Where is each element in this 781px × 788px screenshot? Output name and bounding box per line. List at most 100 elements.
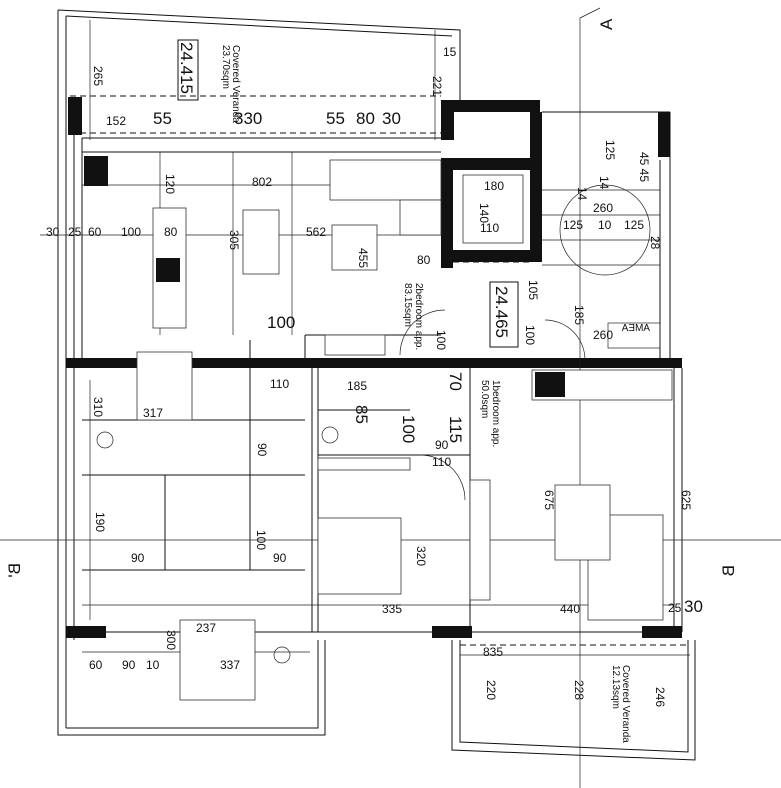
apt1-area: 50.0sqm [479, 380, 490, 418]
dim: 835 [483, 645, 503, 659]
dim: 70 [446, 372, 465, 391]
dim: 440 [560, 602, 580, 616]
dim: 185 [347, 379, 367, 393]
dim: 30 [684, 597, 703, 616]
dining-table [242, 209, 280, 275]
dim: 110 [480, 221, 499, 235]
dim: 100 [434, 330, 448, 350]
dim: 220 [484, 680, 498, 700]
dim: 55 [326, 109, 345, 128]
dim: 85 [352, 405, 371, 424]
dim: 15 [443, 45, 457, 59]
dim: 90 [255, 443, 269, 457]
dim: 125 [603, 140, 617, 160]
dim: 80 [164, 225, 178, 239]
dim: 100 [399, 415, 418, 443]
dim: 152 [106, 114, 126, 128]
dim: 330 [234, 109, 262, 128]
dim: 110 [270, 377, 289, 391]
dim: 80 [356, 109, 375, 128]
walls [57, 9, 696, 761]
dim: 675 [542, 490, 556, 510]
furniture [84, 156, 673, 701]
dim: 260 [593, 328, 613, 342]
dim: 265 [91, 66, 105, 86]
dim: 180 [484, 179, 504, 193]
dim: 185 [572, 305, 586, 325]
dim: 802 [252, 175, 272, 189]
dim: 30 [382, 109, 401, 128]
dim: 455 [356, 248, 370, 268]
sofa [329, 159, 442, 201]
level-landing: 24.465 [492, 286, 511, 338]
dim: 305 [227, 230, 241, 250]
dim: 100 [254, 530, 268, 550]
dim: 90 [131, 551, 145, 565]
door-swing [399, 309, 446, 356]
bed [317, 517, 402, 595]
dim: 55 [153, 109, 172, 128]
dim: 100 [121, 225, 141, 239]
dim: 337 [220, 658, 240, 672]
dim: 562 [306, 225, 326, 239]
veranda-bottom-area: 12.13sqm [610, 665, 621, 709]
dim: 320 [414, 546, 428, 566]
dim: 125 [563, 218, 583, 232]
dim: 45 45 [637, 152, 651, 182]
elevator [462, 174, 524, 244]
dimension-lines [0, 7, 781, 788]
section-mark-b-right: B [719, 565, 738, 576]
hob [156, 258, 180, 282]
dim: 90 [122, 658, 136, 672]
amea-space [607, 322, 661, 349]
dim: 300 [164, 630, 178, 650]
dim: 260 [593, 201, 613, 215]
stair-curve [559, 184, 651, 276]
dim: 246 [653, 687, 667, 707]
apt1-name: 1bedroom app. [490, 380, 501, 447]
dim: 140 [477, 203, 491, 223]
dim: 221 [430, 76, 444, 96]
dim: 90 [435, 438, 449, 452]
dim: 10 [598, 218, 612, 232]
dim: 625 [679, 490, 693, 510]
dim: 115 [446, 416, 465, 443]
dim: 30 [46, 225, 60, 239]
dim: 25 [668, 601, 682, 615]
dim: 100 [523, 325, 537, 345]
dim: 317 [143, 406, 163, 420]
apt2-name: 2bedroom app. [413, 283, 424, 350]
dining-table [554, 484, 611, 561]
dim: 120 [163, 174, 177, 194]
coffee-table [331, 224, 378, 271]
dim: 335 [382, 602, 402, 616]
dim: 14 [597, 176, 611, 190]
dim: 90 [273, 551, 287, 565]
dim: 125 [624, 218, 644, 232]
dim: 100 [267, 313, 295, 332]
dim: 10 [146, 658, 160, 672]
door-swing [419, 454, 466, 501]
dim: 310 [91, 397, 105, 417]
dim: 110 [432, 455, 451, 469]
amea-label: AMEA [621, 323, 650, 334]
veranda-top-area: 23.70sqm [220, 45, 231, 89]
door-swing [544, 319, 586, 361]
dim: 190 [93, 512, 107, 532]
wardrobe [317, 457, 411, 471]
section-mark-b-left: B' [5, 563, 24, 578]
dim: 237 [196, 621, 216, 635]
veranda-top-name: Covered Veranda [230, 45, 241, 123]
dim: 28 [648, 236, 662, 250]
bed [179, 619, 256, 701]
dim: 228 [572, 680, 586, 700]
dim: 14 [575, 187, 589, 201]
dim: 60 [89, 658, 103, 672]
section-mark-a: A [597, 18, 616, 30]
dimension-labels: 265 15 221 152 55 330 55 80 30 120 802 3… [46, 45, 703, 707]
dim: 80 [417, 253, 431, 267]
veranda-bottom-name: Covered Veranda [620, 665, 631, 743]
bed [136, 351, 193, 421]
dim: 105 [526, 280, 540, 300]
